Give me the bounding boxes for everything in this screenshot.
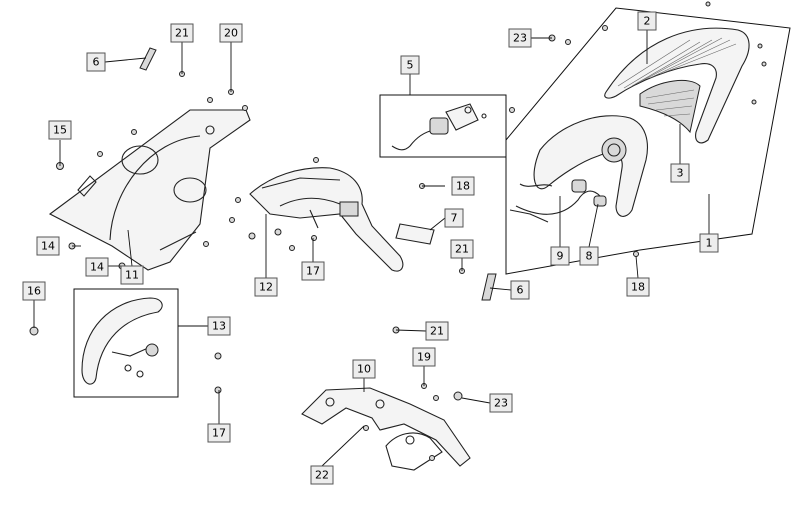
rear-reflector	[481, 273, 497, 301]
callout-6-upper: 6	[86, 52, 106, 72]
callout-1: 1	[699, 233, 719, 253]
callout-5: 5	[400, 55, 420, 75]
tail-light-assembly-frame	[505, 7, 791, 275]
callout-20: 20	[219, 23, 243, 43]
callout-21-top: 21	[170, 23, 194, 43]
callout-7-label: 7	[451, 212, 458, 225]
callout-18-upper: 18	[451, 176, 475, 196]
callout-3-label: 3	[677, 167, 684, 180]
callout-23-top-label: 23	[513, 32, 527, 45]
callout-22-label: 22	[315, 469, 329, 482]
callout-1-label: 1	[706, 237, 713, 250]
callout-14-lower-label: 14	[90, 261, 104, 274]
callout-12: 12	[254, 277, 278, 297]
callout-21-top-label: 21	[175, 27, 189, 40]
callout-19-label: 19	[417, 351, 431, 364]
callout-23-top: 23	[508, 28, 532, 48]
callout-18-lower: 18	[626, 277, 650, 297]
callout-13: 13	[207, 316, 231, 336]
callout-7: 7	[444, 208, 464, 228]
callout-21-middle: 21	[450, 239, 474, 259]
tail-light-lens	[604, 27, 750, 144]
tail-light-reflector	[639, 80, 701, 134]
callout-15: 15	[48, 120, 72, 140]
callout-17-upper-label: 17	[306, 265, 320, 278]
callout-21-lower-label: 21	[430, 325, 444, 338]
callout-14-upper: 14	[36, 236, 60, 256]
callout-23-lower: 23	[489, 393, 513, 413]
callout-11-label: 11	[125, 269, 139, 282]
rear-subframe-bracket	[301, 387, 471, 471]
callout-6-lower-label: 6	[517, 284, 524, 297]
callout-13-label: 13	[212, 320, 226, 333]
licence-plate-bracket	[395, 223, 435, 245]
callout-10: 10	[352, 359, 376, 379]
front-mudguard-box	[73, 288, 179, 398]
callout-23-lower-label: 23	[494, 397, 508, 410]
callout-3: 3	[670, 163, 690, 183]
callout-8-label: 8	[586, 250, 593, 263]
callout-2-label: 2	[644, 15, 651, 28]
side-reflector	[139, 47, 157, 71]
callout-16: 16	[22, 281, 46, 301]
small-lamp-detail-box	[379, 94, 507, 158]
underseat-panel	[48, 109, 251, 271]
callout-14-upper-label: 14	[41, 240, 55, 253]
callout-6-upper-label: 6	[93, 56, 100, 69]
callout-21-middle-label: 21	[455, 243, 469, 256]
callout-11: 11	[120, 265, 144, 285]
callout-19: 19	[412, 347, 436, 367]
callout-12-label: 12	[259, 281, 273, 294]
tail-light-housing	[509, 115, 648, 223]
callout-15-label: 15	[53, 124, 67, 137]
callout-8: 8	[579, 246, 599, 266]
leader-lines	[33, 30, 710, 467]
callout-16-label: 16	[27, 285, 41, 298]
callout-6-lower: 6	[510, 280, 530, 300]
callout-18-upper-label: 18	[456, 180, 470, 193]
callout-20-label: 20	[224, 27, 238, 40]
callout-17-upper: 17	[301, 261, 325, 281]
callout-10-label: 10	[357, 363, 371, 376]
callout-17-lower-label: 17	[212, 427, 226, 440]
callout-18-lower-label: 18	[631, 281, 645, 294]
callout-9-label: 9	[557, 250, 564, 263]
callout-14-lower: 14	[85, 257, 109, 277]
callout-17-lower: 17	[207, 423, 231, 443]
rear-mudguard	[249, 167, 404, 272]
callout-9: 9	[550, 246, 570, 266]
callout-22: 22	[310, 465, 334, 485]
callout-2: 2	[637, 11, 657, 31]
callout-21-lower: 21	[425, 321, 449, 341]
callout-5-label: 5	[407, 59, 414, 72]
